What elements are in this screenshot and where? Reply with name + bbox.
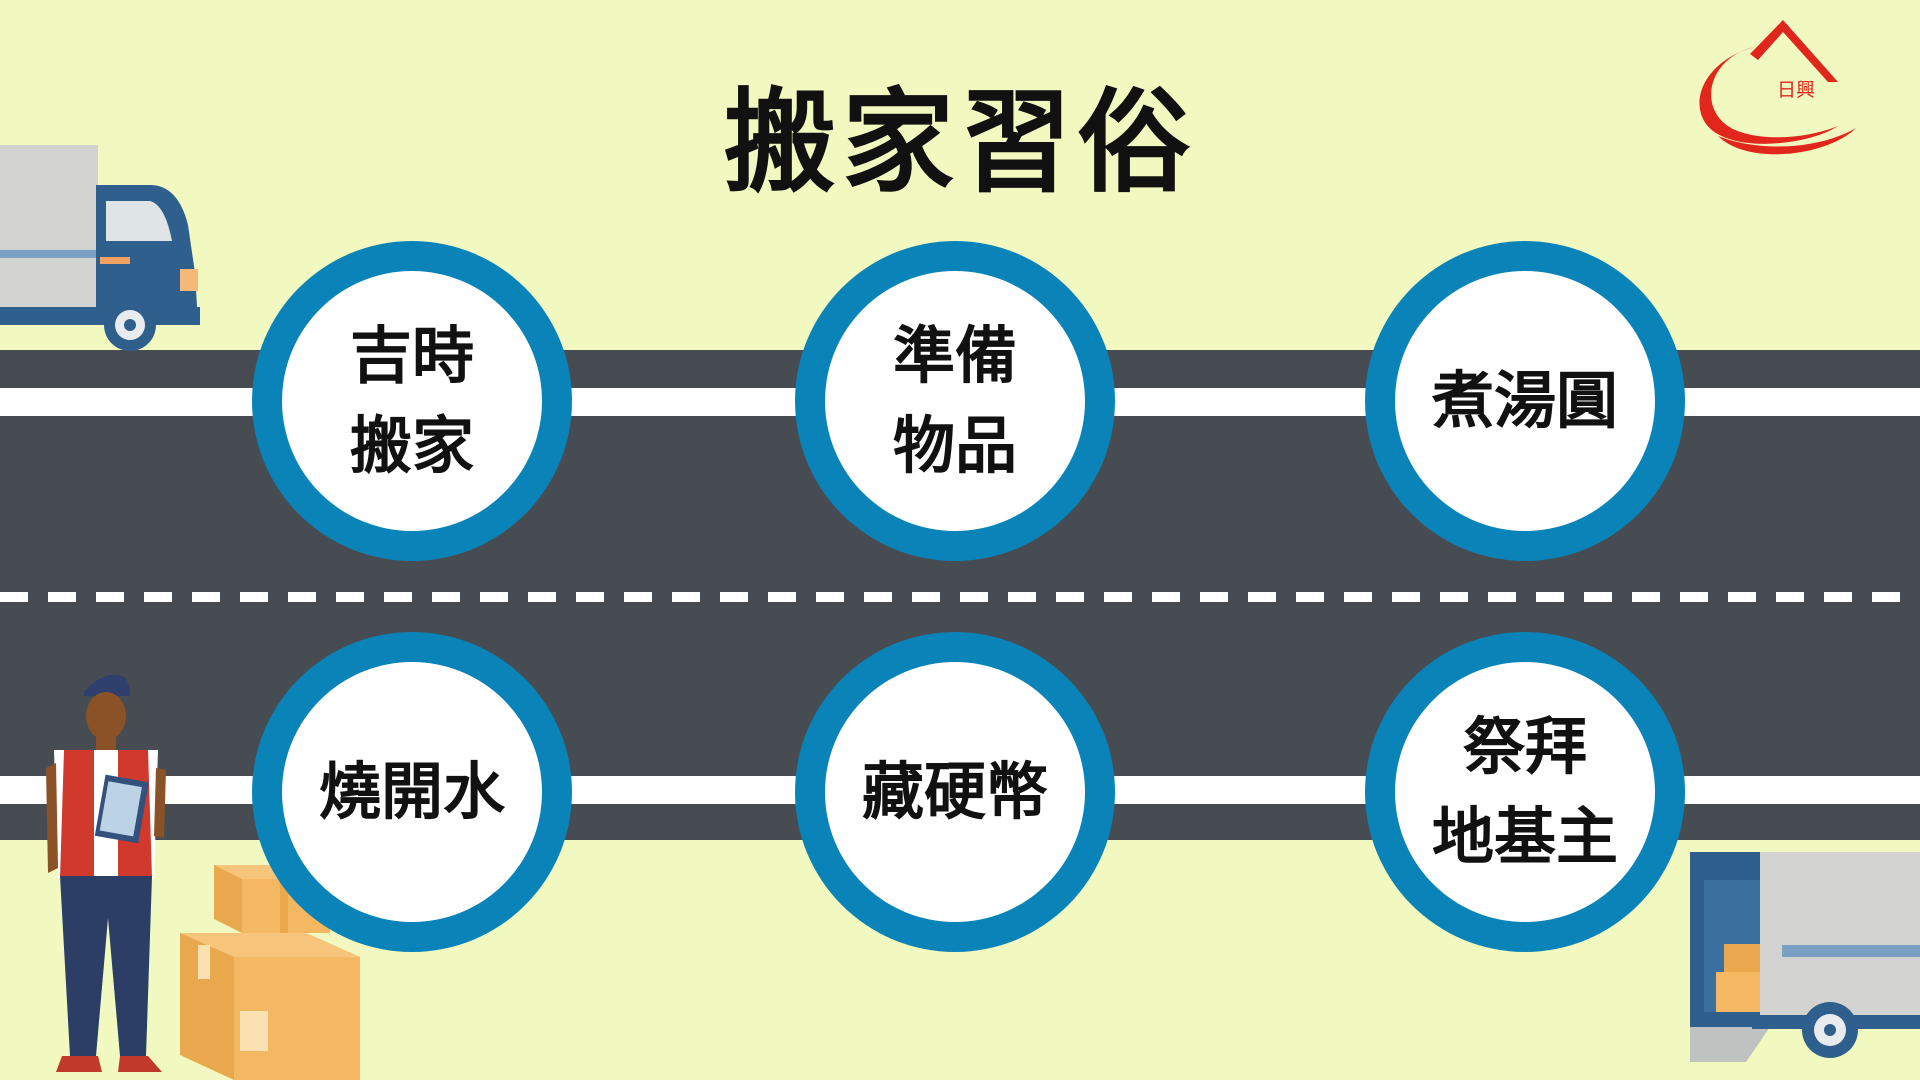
moving-truck-icon [0, 145, 200, 351]
delivery-worker-icon [46, 674, 166, 1072]
truck-rear-icon [1690, 852, 1920, 1062]
custom-label: 準備 物品 [892, 319, 1017, 482]
custom-circle-boil-water: 燒開水 [252, 632, 572, 952]
custom-label: 藏硬幣 [861, 755, 1048, 828]
custom-label: 煮湯圓 [1431, 364, 1618, 437]
custom-circle-worship-landlord: 祭拜 地基主 [1365, 632, 1685, 952]
custom-label: 吉時 搬家 [349, 319, 474, 482]
custom-circle-rice-balls: 煮湯圓 [1365, 241, 1685, 561]
logo-text: 日興 [1777, 79, 1815, 101]
custom-label: 燒開水 [318, 755, 505, 828]
road-center-dashed-line [0, 592, 1920, 602]
cardboard-boxes-icon [180, 865, 360, 1080]
custom-circle-hide-coins: 藏硬幣 [795, 632, 1115, 952]
page-title: 搬家習俗 [724, 78, 1196, 208]
custom-circle-prepare-items: 準備 物品 [795, 241, 1115, 561]
custom-circle-auspicious-time: 吉時 搬家 [252, 241, 572, 561]
custom-label: 祭拜 地基主 [1431, 710, 1618, 873]
company-logo-icon: 日興 [1699, 20, 1856, 155]
